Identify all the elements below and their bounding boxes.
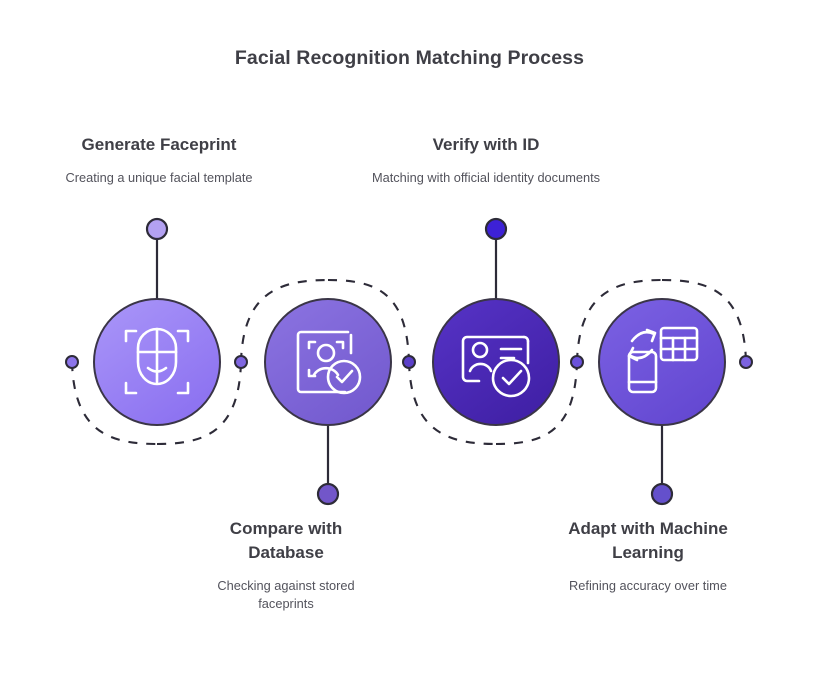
step-node-adapt-with-machine-learning[interactable] bbox=[598, 298, 726, 426]
node-dot-step-3[interactable] bbox=[484, 217, 508, 241]
dash-segment-2-3 bbox=[239, 278, 329, 363]
dash-segment-6-7 bbox=[575, 278, 663, 363]
step-circle-4[interactable] bbox=[598, 298, 726, 426]
dash-segment-start-1 bbox=[70, 361, 158, 446]
step-description: Matching with official identity document… bbox=[371, 170, 601, 186]
connector-dot-start[interactable] bbox=[65, 355, 79, 369]
dash-segment-1-2 bbox=[156, 361, 243, 446]
step-description: Checking against stored faceprints bbox=[217, 578, 355, 612]
step-node-compare-with-database[interactable] bbox=[264, 298, 392, 426]
id-card-check-icon bbox=[461, 335, 531, 398]
connector-dot-3-4[interactable] bbox=[570, 355, 584, 369]
connector-dot-1-2[interactable] bbox=[234, 355, 248, 369]
connector-dot-end[interactable] bbox=[739, 355, 753, 369]
dash-segment-4-5 bbox=[407, 361, 497, 446]
connector-dots bbox=[65, 355, 753, 369]
dash-segment-7-end bbox=[661, 278, 748, 363]
step-description: Creating a unique facial template bbox=[65, 170, 253, 186]
node-stems bbox=[155, 232, 664, 492]
step-node-generate-faceprint[interactable] bbox=[93, 298, 221, 426]
step-label-compare-with-database: Compare with Database Checking against s… bbox=[196, 517, 376, 614]
dash-segment-5-6 bbox=[495, 361, 579, 446]
node-dot-step-4[interactable] bbox=[650, 482, 674, 506]
connector-dot-2-3[interactable] bbox=[402, 355, 416, 369]
step-label-verify-with-id: Verify with ID Matching with official id… bbox=[368, 133, 604, 187]
step-circle-3[interactable] bbox=[432, 298, 560, 426]
step-description: Refining accuracy over time bbox=[569, 578, 727, 594]
step-title: Generate Faceprint bbox=[81, 135, 237, 154]
step-label-generate-faceprint: Generate Faceprint Creating a unique fac… bbox=[28, 133, 290, 187]
step-title: Adapt with Machine Learning bbox=[568, 519, 728, 563]
dash-segment-3-4 bbox=[327, 278, 411, 363]
dashed-connector-path bbox=[70, 278, 748, 446]
page-title: Facial Recognition Matching Process bbox=[234, 47, 585, 69]
face-scan-icon bbox=[124, 327, 190, 395]
step-node-verify-with-id[interactable] bbox=[432, 298, 560, 426]
photo-match-check-icon bbox=[296, 330, 362, 395]
node-dot-step-1[interactable] bbox=[145, 217, 169, 241]
node-dot-step-2[interactable] bbox=[316, 482, 340, 506]
step-title: Verify with ID bbox=[432, 135, 540, 154]
step-title: Compare with Database bbox=[229, 519, 343, 563]
step-node-dots bbox=[145, 217, 674, 506]
step-label-adapt-with-machine-learning: Adapt with Machine Learning Refining acc… bbox=[548, 517, 748, 595]
device-data-sync-icon bbox=[627, 326, 699, 394]
